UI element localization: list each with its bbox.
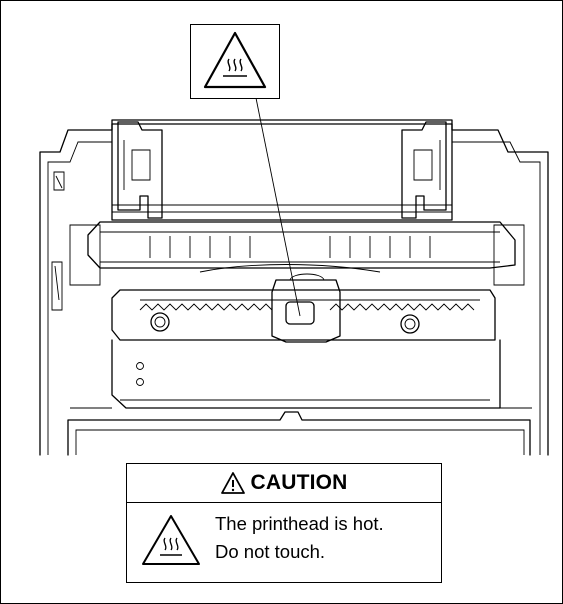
caution-title: CAUTION — [250, 471, 348, 494]
right-screw — [400, 314, 420, 334]
left-hinge — [117, 121, 163, 219]
printhead — [285, 301, 315, 325]
caution-label: CAUTION The printhead is hot. Do not tou… — [126, 463, 442, 583]
leader-line — [255, 97, 301, 317]
base — [67, 411, 531, 456]
guide-ribs — [149, 236, 431, 258]
guide-band — [87, 221, 516, 269]
caution-message-line-2: Do not touch. — [215, 541, 326, 562]
hot-surface-callout — [190, 24, 280, 99]
hot-surface-icon — [203, 31, 267, 89]
printhead-carrier — [111, 289, 496, 341]
hot-surface-icon — [142, 515, 200, 565]
lower-panel — [111, 339, 501, 409]
right-hinge — [401, 121, 447, 219]
caution-header: CAUTION — [127, 464, 441, 503]
printhead-lever — [271, 279, 341, 343]
warning-triangle-icon — [221, 472, 246, 494]
top-cover — [111, 119, 453, 221]
sawtooth-edge — [139, 303, 475, 311]
caution-message-line-1: The printhead is hot. — [215, 513, 384, 534]
left-screw — [150, 312, 170, 332]
